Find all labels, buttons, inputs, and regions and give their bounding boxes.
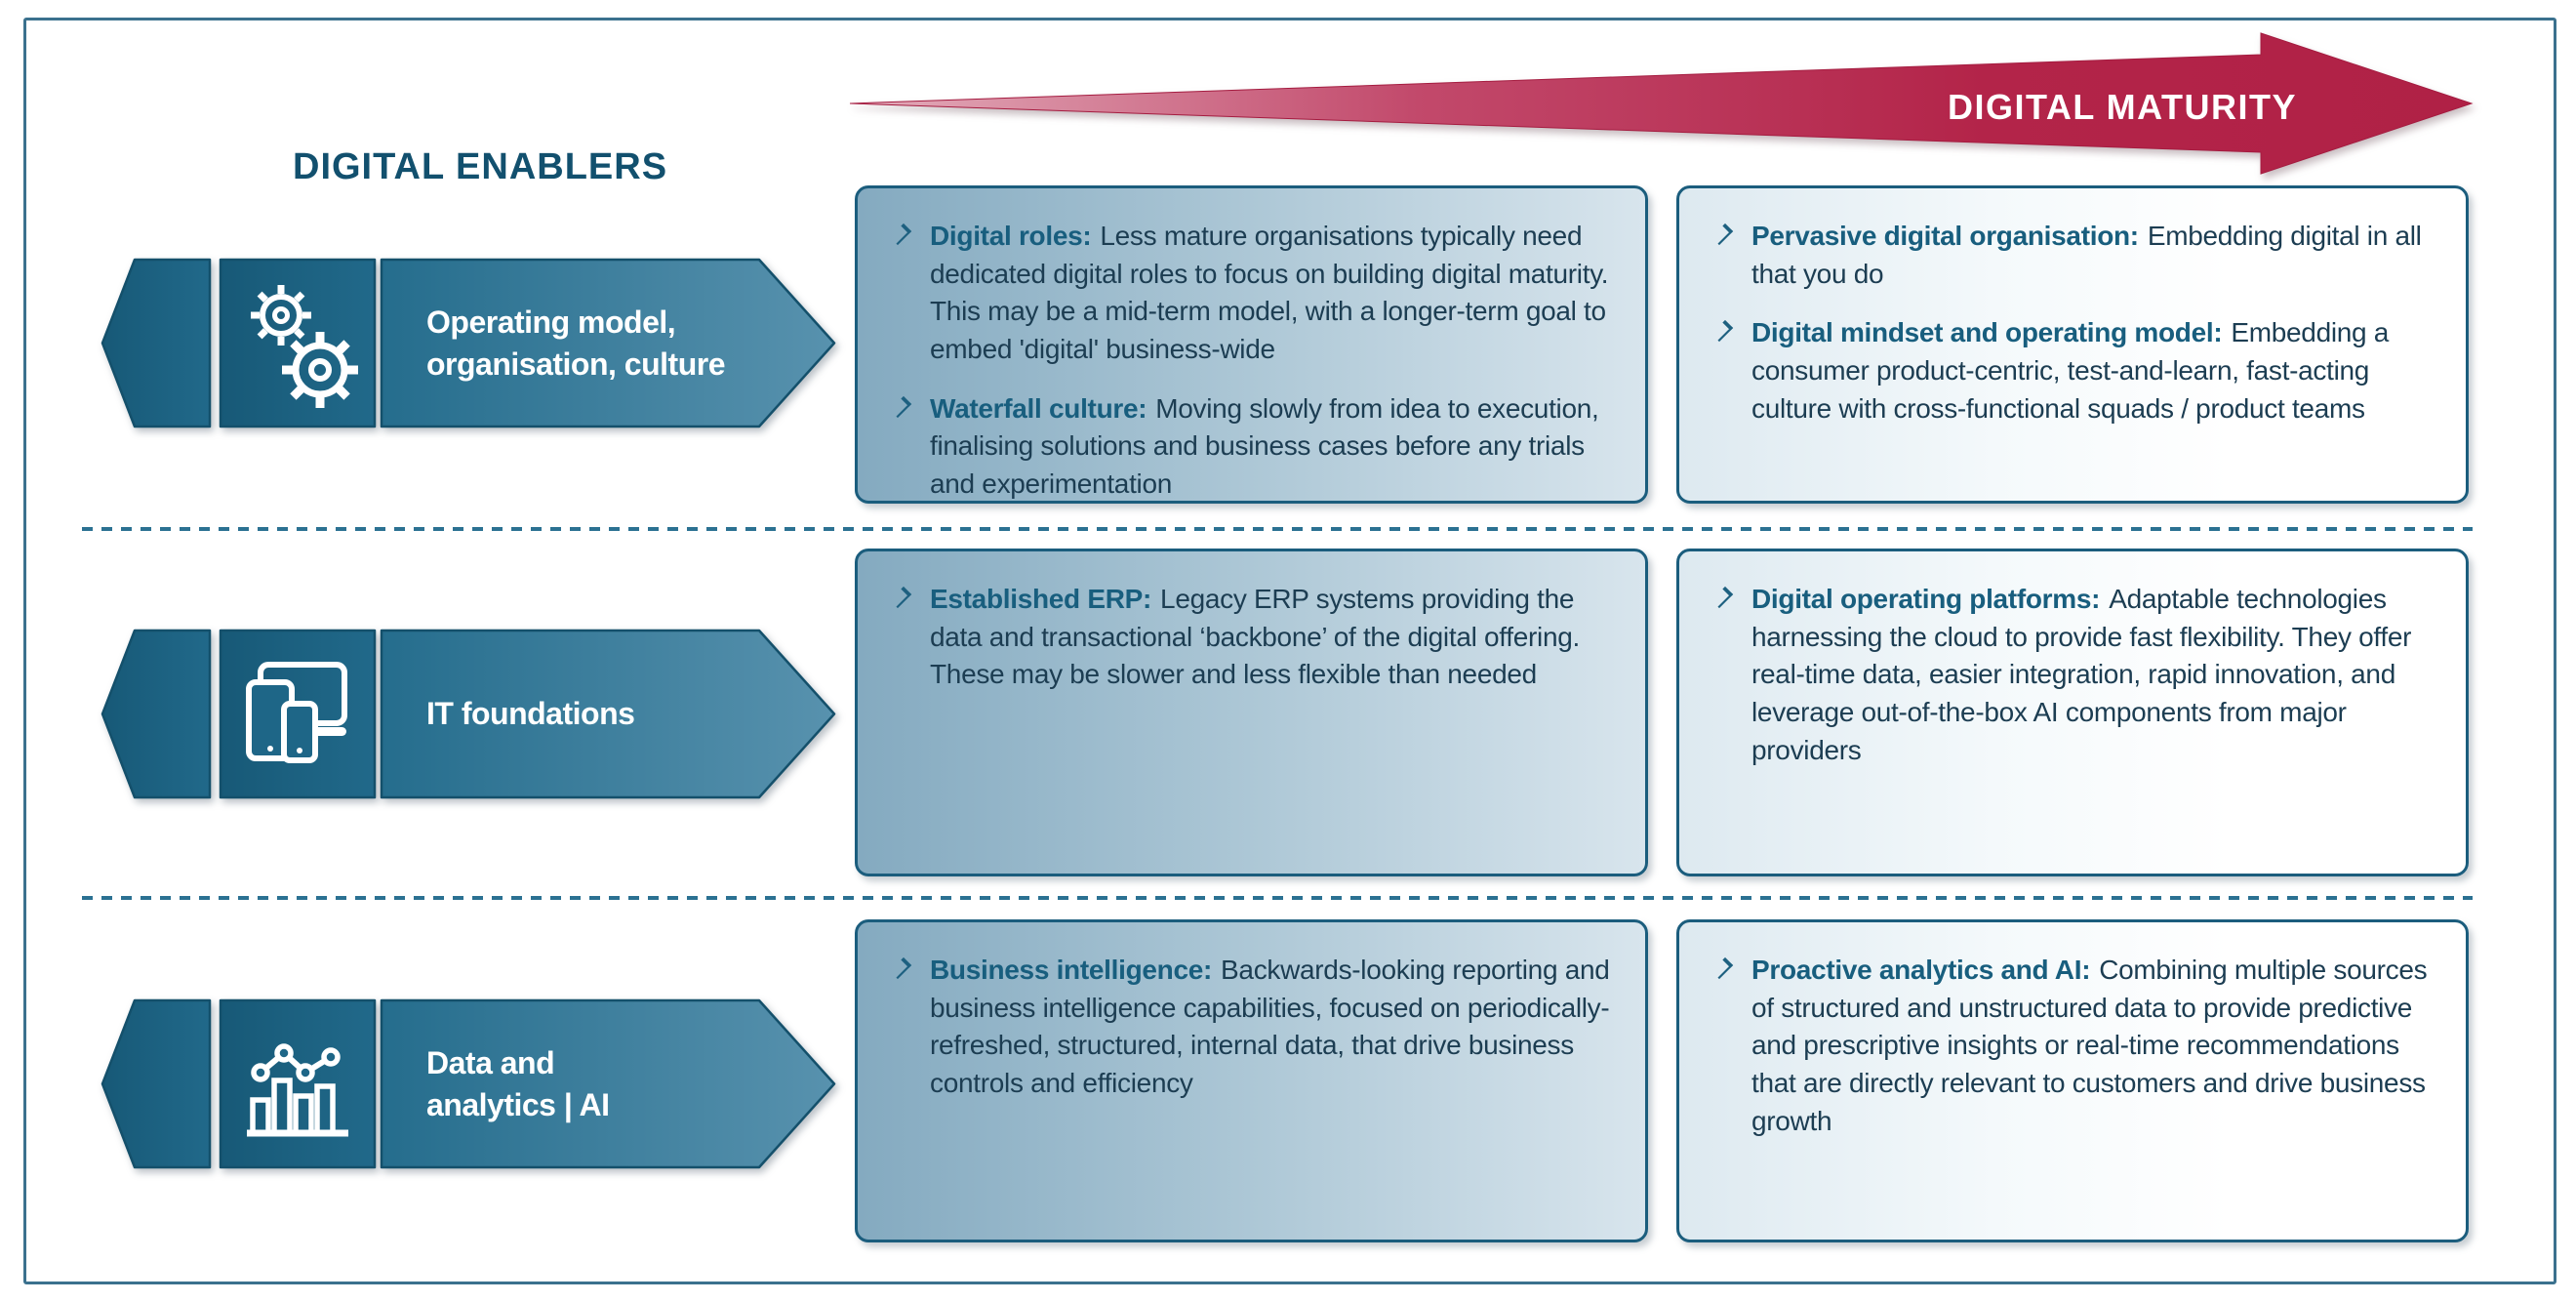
box-it-foundations-low-maturity: Established ERP:Legacy ERP systems provi… (855, 549, 1648, 876)
list-item: Waterfall culture:Moving slowly from ide… (889, 390, 1622, 504)
bullet-term: Digital operating platforms: (1751, 584, 2101, 614)
bullet-text: Embedding a consumer product-centric, te… (1751, 317, 2390, 424)
enabler-label-data-analytics: Data and analytics | AI (426, 1045, 610, 1122)
bullet-text: Less mature organisations typically need… (930, 221, 1609, 364)
row-divider (82, 896, 2473, 900)
arrow-left-cap (101, 258, 212, 428)
arrow-body (380, 998, 836, 1169)
chevron-bullet-icon (889, 223, 912, 246)
chevron-bullet-icon (1711, 223, 1734, 246)
maturity-arrow: DIGITAL MATURITY (849, 32, 2474, 175)
bullet-term: Established ERP: (930, 584, 1152, 614)
list-item: Business intelligence:Backwards-looking … (889, 952, 1622, 1103)
arrow-left-cap (101, 998, 212, 1169)
list-item: Pervasive digital organisation:Embedding… (1711, 218, 2442, 293)
bullet-text: Backwards-looking reporting and business… (930, 955, 1610, 1098)
enabler-arrow-operating-model (101, 258, 836, 428)
bullet-term: Waterfall culture: (930, 392, 1147, 424)
bullet-text: Combining multiple sources of structured… (1751, 955, 2428, 1136)
bullet-text: Legacy ERP systems providing the data an… (930, 584, 1580, 690)
chevron-bullet-icon (1711, 956, 1734, 980)
bar-chart-icon (247, 1043, 348, 1137)
bullet-text: Moving slowly from idea to execution, fi… (930, 392, 1599, 499)
box-data-analytics-high-maturity: Proactive analytics and AI:Combining mul… (1676, 919, 2469, 1242)
bullet-term: Pervasive digital organisation: (1751, 221, 2139, 251)
box-operating-model-high-maturity: Pervasive digital organisation:Embedding… (1676, 185, 2469, 504)
icon-box (219, 258, 377, 428)
list-item: Established ERP:Legacy ERP systems provi… (889, 581, 1622, 694)
chevron-bullet-icon (889, 956, 912, 980)
bullet-term: Digital roles: (930, 221, 1092, 251)
box-it-foundations-high-maturity: Digital operating platforms:Adaptable te… (1676, 549, 2469, 876)
row-divider (82, 527, 2473, 531)
chevron-bullet-icon (889, 586, 912, 609)
chevron-bullet-icon (1711, 320, 1734, 343)
enabler-arrow-it-foundations (101, 629, 836, 799)
arrow-body (380, 258, 836, 428)
chevron-bullet-icon (889, 395, 912, 418)
icon-box (219, 998, 377, 1169)
list-item: Digital mindset and operating model:Embe… (1711, 314, 2442, 427)
list-item: Digital operating platforms:Adaptable te… (1711, 581, 2442, 769)
enablers-title: DIGITAL ENABLERS (293, 146, 668, 187)
bullet-text: Embedding digital in all that you do (1751, 221, 2422, 289)
devices-icon (246, 662, 347, 763)
arrow-left-cap (101, 629, 212, 799)
box-data-analytics-low-maturity: Business intelligence:Backwards-looking … (855, 919, 1648, 1242)
enabler-label-it-foundations: IT foundations (426, 696, 635, 732)
bullet-text: Adaptable technologies harnessing the cl… (1751, 584, 2412, 765)
arrow-body (380, 629, 836, 799)
bullet-term: Proactive analytics and AI: (1751, 955, 2091, 985)
enabler-label-operating-model: Operating model, organisation, culture (426, 305, 725, 382)
enabler-arrow-data-analytics (101, 998, 836, 1169)
arrow-right-icon (849, 32, 2474, 175)
box-operating-model-low-maturity: Digital roles:Less mature organisations … (855, 185, 1648, 504)
gears-icon (251, 285, 358, 408)
maturity-arrow-label: DIGITAL MATURITY (1948, 87, 2297, 127)
bullet-term: Digital mindset and operating model: (1751, 317, 2223, 348)
chevron-bullet-icon (1711, 586, 1734, 609)
bullet-term: Business intelligence: (930, 955, 1213, 985)
list-item: Proactive analytics and AI:Combining mul… (1711, 952, 2442, 1140)
list-item: Digital roles:Less mature organisations … (889, 218, 1622, 369)
